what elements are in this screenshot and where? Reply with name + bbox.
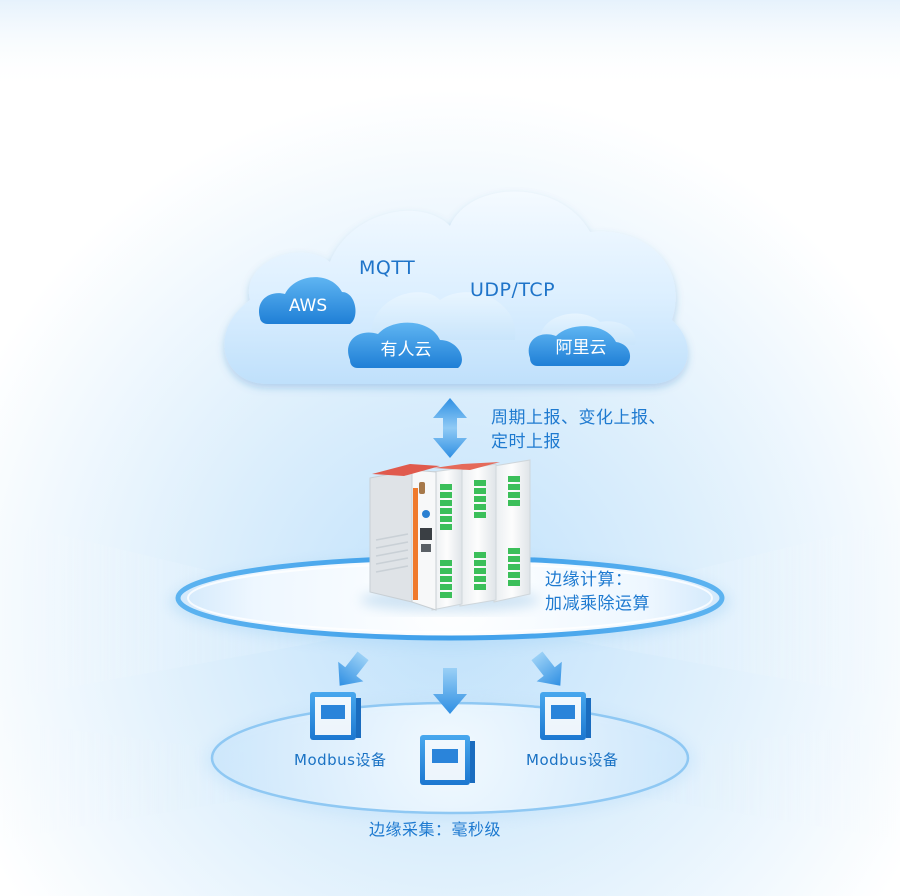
footer-label: 边缘采集：毫秒级	[369, 820, 502, 839]
device-label-left: Modbus设备	[294, 751, 387, 769]
bidirectional-arrow-icon	[433, 398, 467, 458]
meter-icon	[310, 692, 591, 785]
aws-pill	[259, 277, 356, 324]
device-label-right: Modbus设备	[526, 751, 619, 769]
platform-aliyun: 阿里云	[555, 338, 607, 358]
upload-note-line1: 周期上报、变化上报、	[491, 408, 666, 428]
protocol-mqtt: MQTT	[359, 257, 416, 279]
down-arrow-icon	[338, 651, 562, 714]
platform-aws: AWS	[288, 296, 328, 316]
protocol-udp-tcp: UDP/TCP	[470, 279, 556, 301]
aliyun-pill	[528, 326, 631, 366]
edge-compute-line1: 边缘计算：	[545, 570, 633, 590]
platform-usr-cloud: 有人云	[380, 340, 432, 360]
edge-compute-line2: 加减乘除运算	[545, 594, 650, 614]
gateway-icon	[360, 459, 540, 612]
usr-cloud-pill	[348, 322, 462, 368]
upload-note-line2: 定时上报	[491, 432, 561, 452]
top-band	[0, 0, 900, 90]
